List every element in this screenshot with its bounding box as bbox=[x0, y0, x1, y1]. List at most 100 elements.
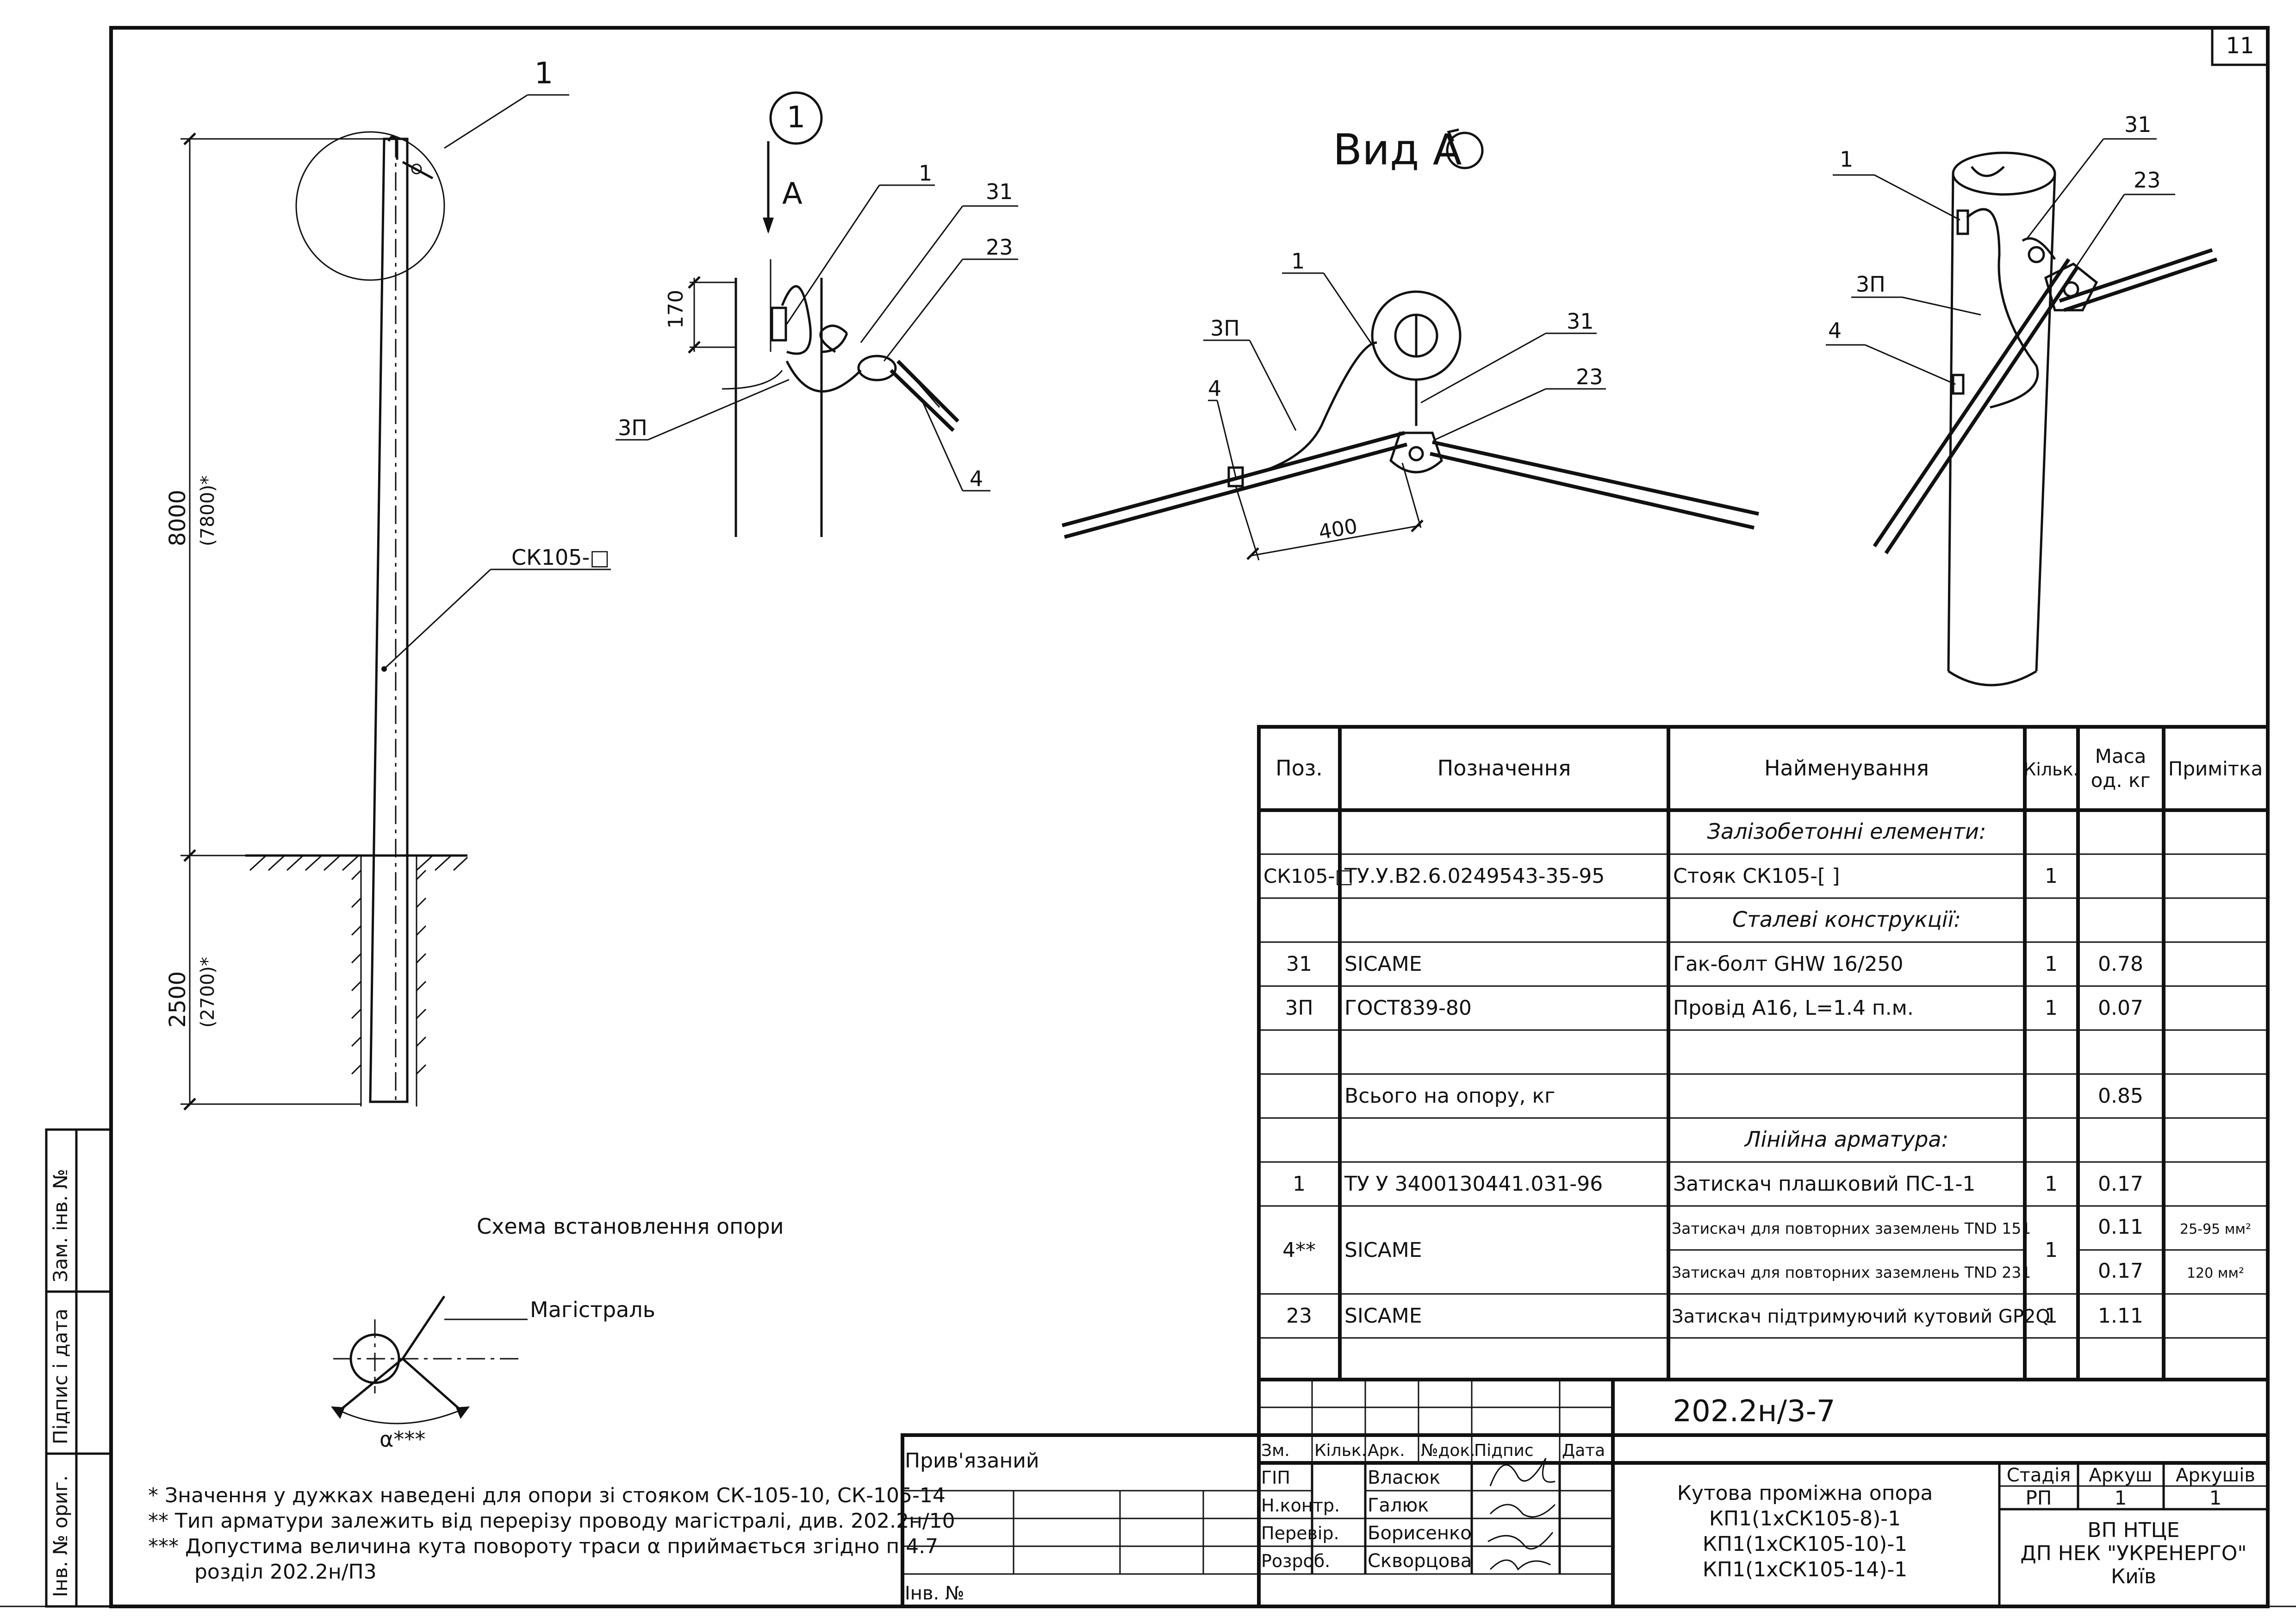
scheme-caption: Схема встановлення опори bbox=[477, 1214, 784, 1239]
drawing-title-line: КП1(1хСК105-14)-1 bbox=[1703, 1558, 1907, 1581]
tb-role: Н.контр. bbox=[1261, 1495, 1340, 1516]
spec-row-name: Стояк СК105-[ ] bbox=[1673, 864, 1840, 888]
view-a-pos-3p: 3П bbox=[1210, 316, 1240, 341]
spec-row-name-alt: Затискач для повторних заземлень TND 231 bbox=[1672, 1263, 2031, 1281]
tb-role: ГІП bbox=[1261, 1468, 1290, 1488]
spec-row-name: Затискач для повторних заземлень TND 151 bbox=[1672, 1219, 2031, 1237]
drawing-title-line: КП1(1хСК105-10)-1 bbox=[1703, 1532, 1907, 1556]
detail-pos-4: 4 bbox=[970, 466, 983, 491]
iso-pos-31: 31 bbox=[2124, 112, 2152, 137]
drawing-title-line: КП1(1хСК105-8)-1 bbox=[1709, 1507, 1901, 1530]
spec-row-qty: 1 bbox=[2045, 996, 2058, 1020]
angle-scheme bbox=[331, 1295, 528, 1424]
drawing-title-line: Кутова проміжна опора bbox=[1677, 1481, 1933, 1505]
spec-total-label: Всього на опору, кг bbox=[1344, 1084, 1555, 1108]
spec-row-designation: SICAME bbox=[1344, 952, 1422, 976]
pole-mark-label: СК105-□ bbox=[511, 545, 610, 570]
view-a-pos-4: 4 bbox=[1208, 376, 1221, 401]
spec-row-pos: 3П bbox=[1285, 996, 1313, 1020]
spec-total-mass: 0.85 bbox=[2098, 1084, 2143, 1108]
spec-row-designation: SICAME bbox=[1344, 1304, 1422, 1328]
tb-col-doc: №док. bbox=[1421, 1441, 1475, 1460]
spec-row-mass-alt: 0.17 bbox=[2098, 1259, 2143, 1283]
org-line: Київ bbox=[2111, 1565, 2156, 1588]
spec-row-note: 25-95 мм² bbox=[2180, 1221, 2251, 1237]
spec-header-mass: Маса bbox=[2095, 745, 2147, 768]
isometric-drawing bbox=[1826, 138, 2218, 687]
iso-pos-1: 1 bbox=[1840, 147, 1853, 172]
sheet-label: Аркуш bbox=[2089, 1465, 2152, 1486]
dim-height-above-alt: (7800)* bbox=[197, 475, 218, 546]
spec-header-qty: Кільк. bbox=[2023, 759, 2078, 780]
tb-col-sheet: Арк. bbox=[1368, 1441, 1405, 1460]
spec-section-fittings: Лінійна арматура: bbox=[1744, 1127, 1948, 1152]
angle-label: α*** bbox=[380, 1427, 425, 1452]
inv-no-label: Інв. № bbox=[905, 1583, 964, 1604]
view-a-pos-31: 31 bbox=[1567, 309, 1594, 334]
spec-row-qty: 1 bbox=[2045, 1304, 2058, 1328]
tb-name: Скворцова bbox=[1368, 1550, 1472, 1572]
spec-row-designation: ТУ У 3400130441.031-96 bbox=[1344, 1172, 1603, 1196]
spec-header-mass-unit: од. кг bbox=[2091, 769, 2151, 792]
side-stamp-signature-date: Підпис і дата bbox=[49, 1309, 72, 1445]
spec-row-pos: 4** bbox=[1282, 1238, 1316, 1262]
signature-images bbox=[1487, 1458, 1556, 1571]
iso-pos-3p: 3П bbox=[1856, 272, 1885, 297]
title-block-grid bbox=[901, 1380, 2270, 1608]
note-2: ** Тип арматури залежить від перерізу пр… bbox=[148, 1509, 955, 1533]
spec-row-name: Затискач плашковий ПС-1-1 bbox=[1673, 1172, 1975, 1196]
spec-row-qty: 1 bbox=[2045, 952, 2058, 976]
detail-pos-3p: 3П bbox=[618, 415, 647, 440]
tb-col-qty: Кільк. bbox=[1314, 1441, 1367, 1460]
stage-value: РП bbox=[2026, 1487, 2052, 1509]
detail-1-drawing bbox=[616, 91, 1018, 537]
spec-row-pos: СК105-□ bbox=[1263, 865, 1353, 887]
tb-col-date: Дата bbox=[1562, 1441, 1605, 1460]
spec-row-pos: 31 bbox=[1286, 952, 1312, 976]
dim-clamp-spacing: 400 bbox=[1317, 514, 1359, 544]
spec-section-concrete: Залізобетонні елементи: bbox=[1707, 819, 1986, 844]
tb-col-change: Зм. bbox=[1261, 1441, 1290, 1460]
side-stamp-replaced-inv: Зам. інв. № bbox=[49, 1169, 72, 1282]
main-line-label: Магістраль bbox=[530, 1297, 655, 1322]
dim-height-above: 8000 bbox=[165, 490, 191, 546]
section-callout-1: 1 bbox=[787, 100, 806, 135]
tb-col-signature: Підпис bbox=[1474, 1441, 1534, 1460]
stage-label: Стадія bbox=[2007, 1465, 2071, 1486]
spec-row-name: Затискач підтримуючий кутовий GP2Q bbox=[1672, 1306, 2050, 1327]
spec-row-mass: 1.11 bbox=[2098, 1304, 2143, 1328]
spec-row-note-alt: 120 мм² bbox=[2187, 1265, 2244, 1281]
spec-row-mass: 0.07 bbox=[2098, 996, 2143, 1020]
spec-row-pos: 23 bbox=[1286, 1304, 1312, 1328]
dim-depth-below: 2500 bbox=[165, 971, 191, 1028]
view-a-pos-1: 1 bbox=[1291, 249, 1305, 274]
spec-row-mass: 0.78 bbox=[2098, 952, 2143, 976]
spec-table-grid bbox=[1257, 725, 2270, 1381]
spec-row-qty: 1 bbox=[2045, 1238, 2058, 1262]
pole-elevation bbox=[180, 94, 611, 1111]
dim-depth-below-alt: (2700)* bbox=[197, 957, 218, 1028]
sheet-value: 1 bbox=[2115, 1487, 2127, 1509]
org-line: ДП НЕК "УКРЕНЕРГО" bbox=[2020, 1542, 2246, 1565]
view-a-drawing bbox=[1061, 128, 1759, 561]
tb-role: Розроб. bbox=[1261, 1551, 1330, 1571]
iso-pos-23: 23 bbox=[2134, 168, 2161, 193]
sheets-value: 1 bbox=[2209, 1487, 2222, 1509]
spec-section-steel: Сталеві конструкції: bbox=[1732, 907, 1961, 932]
view-a-title: Вид А bbox=[1333, 125, 1462, 175]
detail-pos-1: 1 bbox=[919, 161, 932, 186]
tb-name: Галюк bbox=[1368, 1495, 1429, 1516]
note-4: розділ 202.2н/П3 bbox=[194, 1560, 377, 1584]
spec-header-designation: Позначення bbox=[1437, 756, 1571, 781]
spec-header-name: Найменування bbox=[1764, 756, 1929, 781]
spec-row-designation: SICAME bbox=[1344, 1238, 1422, 1262]
spec-header-pos: Поз. bbox=[1276, 756, 1323, 781]
spec-row-mass: 0.17 bbox=[2098, 1172, 2143, 1196]
note-3: *** Допустима величина кута повороту тра… bbox=[148, 1535, 938, 1558]
note-1: * Значення у дужках наведені для опори з… bbox=[148, 1484, 946, 1507]
spec-row-pos: 1 bbox=[1293, 1172, 1306, 1196]
detail-callout-1: 1 bbox=[535, 56, 554, 91]
section-arrow-label: A bbox=[782, 177, 803, 211]
